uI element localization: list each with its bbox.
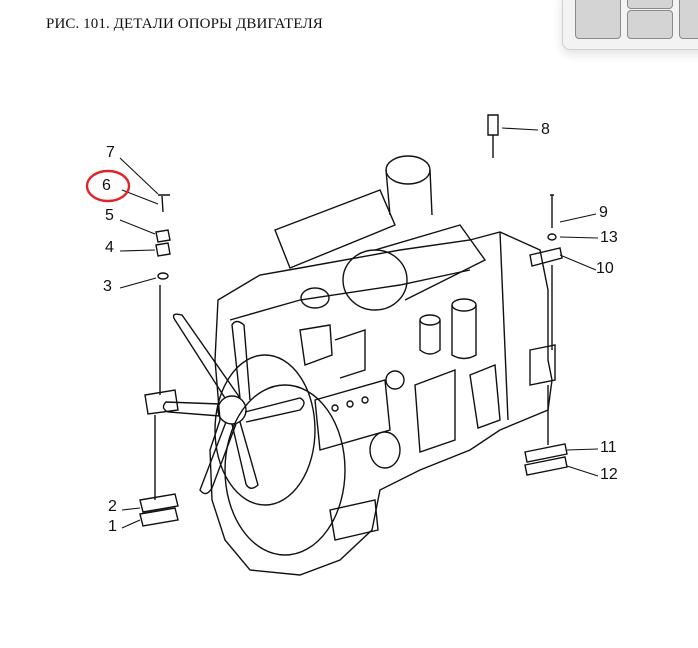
snap-layout-flyout	[562, 0, 698, 50]
callout-7: 7	[106, 144, 115, 161]
callout-1: 1	[108, 518, 117, 535]
figure-title: РИС. 101. ДЕТАЛИ ОПОРЫ ДВИГАТЕЛЯ	[46, 16, 323, 32]
snap-zone-bottom-right[interactable]	[627, 10, 673, 39]
callout-12: 12	[600, 466, 618, 483]
highlight-circle	[85, 169, 131, 203]
callout-6: 6	[102, 177, 111, 194]
leader-lines	[119, 127, 599, 529]
callout-10: 10	[596, 260, 614, 277]
callout-4: 4	[105, 239, 114, 256]
snap-zone-left[interactable]	[575, 0, 621, 39]
snap-zone-top-right[interactable]	[627, 0, 673, 9]
engine-block	[139, 114, 568, 576]
callout-13: 13	[600, 229, 618, 246]
callout-5: 5	[105, 207, 114, 224]
callout-9: 9	[599, 204, 608, 221]
callout-2: 2	[108, 498, 117, 515]
callout-11: 11	[600, 439, 617, 456]
callout-3: 3	[103, 278, 112, 295]
callout-8: 8	[541, 121, 550, 138]
snap-zone-far-right[interactable]	[679, 0, 698, 39]
